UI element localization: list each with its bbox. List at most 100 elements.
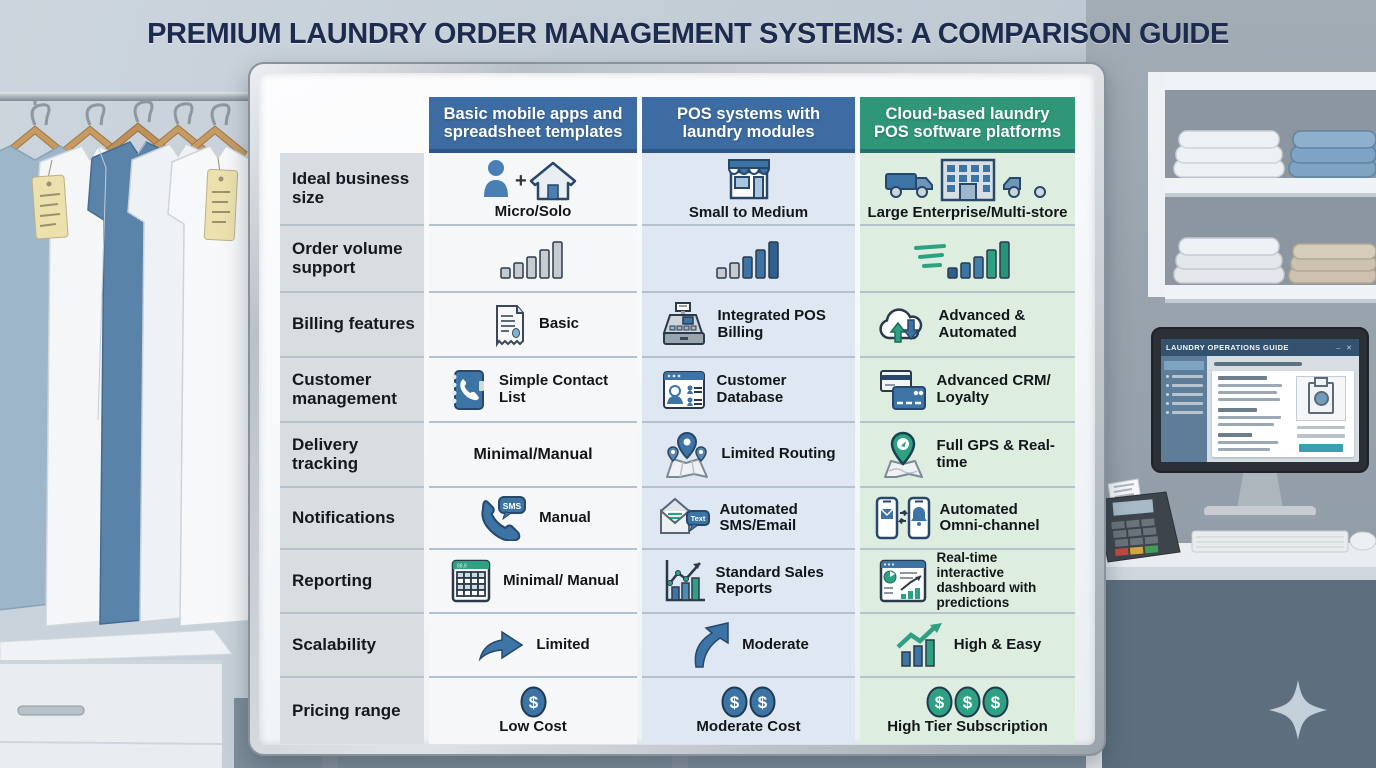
garment-rack-illustration — [0, 92, 252, 768]
cell-text: High Tier Subscription — [887, 718, 1048, 736]
cell-text: Limited Routing — [721, 445, 836, 463]
table-cell-order-volume-support-col0 — [429, 226, 637, 293]
cell-text: Minimal/ Manual — [503, 571, 619, 589]
sales-chart-icon — [660, 557, 708, 605]
cell-text: Moderate Cost — [696, 718, 801, 736]
column-header-basic-0: Basic mobile apps and spreadsheet templa… — [429, 97, 637, 153]
cell-text: Limited — [536, 635, 590, 653]
monitor-screen: LAUNDRY OPERATIONS GUIDE – ✕ — [1161, 339, 1359, 462]
dollar-coin-icon: $ $ $ — [926, 686, 1009, 718]
cell-text: Customer Database — [716, 372, 787, 406]
payment-terminal — [1095, 478, 1181, 563]
table-cell-pricing-range-col0: $Low Cost — [429, 678, 637, 744]
table-cell-ideal-business-size-col2: Large Enterprise/Multi-store — [860, 153, 1075, 226]
table-cell-order-volume-support-col1 — [642, 226, 855, 293]
storefront-icon — [721, 156, 777, 204]
table-cell-notifications-col0: SMS Manual — [429, 488, 637, 550]
whiteboard: Basic mobile apps and spreadsheet templa… — [248, 62, 1106, 756]
hanging-shirts — [0, 141, 252, 627]
row-label-text: Order volume support — [292, 239, 403, 277]
bar-growth-blue-icon — [707, 236, 791, 282]
column-header-pos-1: POS systems with laundry modules — [642, 97, 855, 153]
cell-text: Micro/Solo — [494, 202, 572, 220]
cash-register-icon — [658, 301, 710, 349]
cloud-sync-icon — [875, 302, 931, 348]
cell-text: Small to Medium — [688, 203, 809, 221]
page-title: PREMIUM LAUNDRY ORDER MANAGEMENT SYSTEMS… — [147, 18, 1229, 50]
table-corner-cell — [280, 97, 424, 153]
monitor-titlebar: LAUNDRY OPERATIONS GUIDE – ✕ — [1161, 339, 1359, 356]
monitor-sidebar — [1161, 356, 1207, 462]
whiteboard-surface: Basic mobile apps and spreadsheet templa… — [259, 73, 1095, 745]
table-cell-scalability-col2: High & Easy — [860, 614, 1075, 678]
svg-text:+: + — [515, 170, 527, 192]
growth-arrow-chart-icon — [894, 621, 946, 669]
svg-text:88,8: 88,8 — [457, 564, 467, 570]
gps-pin-map-icon — [877, 431, 929, 479]
monitor-app-title: LAUNDRY OPERATIONS GUIDE — [1166, 343, 1289, 352]
arrow-up-curve-icon — [688, 621, 734, 669]
table-cell-delivery-tracking-col0: Minimal/Manual — [429, 423, 637, 488]
row-label-reporting: Reporting — [280, 550, 424, 614]
table-cell-ideal-business-size-col0: + Micro/Solo — [429, 153, 637, 226]
monitor-action-button — [1299, 444, 1343, 452]
column-header-label: Basic mobile apps and spreadsheet templa… — [443, 104, 623, 141]
person-plus-home-icon: + — [481, 157, 585, 203]
cell-text: Advanced CRM/ Loyalty — [936, 372, 1051, 406]
table-cell-scalability-col0: Limited — [429, 614, 637, 678]
washer-illustration — [1296, 376, 1346, 421]
table-cell-scalability-col1: Moderate — [642, 614, 855, 678]
column-header-cloud-based-2: Cloud-based laundry POS software platfor… — [860, 97, 1075, 153]
cell-text: Automated Omni-channel — [939, 500, 1040, 534]
loyalty-cards-icon — [877, 367, 929, 413]
trucks-building-icon — [884, 156, 1052, 204]
row-label-text: Ideal business size — [292, 169, 410, 207]
table-cell-pricing-range-col1: $ $ Moderate Cost — [642, 678, 855, 744]
table-cell-ideal-business-size-col1: Small to Medium — [642, 153, 855, 226]
row-label-order-volume-support: Order volume support — [280, 226, 424, 293]
monitor-content — [1207, 356, 1359, 462]
cell-text: Simple Contact List — [499, 372, 609, 406]
svg-text:$: $ — [963, 693, 973, 712]
window-controls-icon: – ✕ — [1336, 344, 1354, 352]
bar-growth-green-speed-icon — [913, 236, 1022, 282]
row-label-text: Notifications — [292, 507, 395, 527]
price-tag — [203, 157, 239, 242]
row-label-billing-features: Billing features — [280, 293, 424, 358]
svg-text:SMS: SMS — [503, 501, 522, 511]
svg-text:Text: Text — [690, 514, 705, 523]
table-cell-billing-features-col2: Advanced & Automated — [860, 293, 1075, 358]
cell-text: Manual — [539, 508, 591, 526]
svg-text:$: $ — [991, 693, 1001, 712]
board-leg — [672, 752, 688, 768]
row-label-text: Billing features — [292, 314, 415, 334]
row-label-ideal-business-size: Ideal business size — [280, 153, 424, 226]
arrow-right-icon — [476, 625, 528, 665]
table-cell-notifications-col2: Automated Omni-channel — [860, 488, 1075, 550]
comparison-table: Basic mobile apps and spreadsheet templa… — [280, 97, 1075, 744]
row-label-notifications: Notifications — [280, 488, 424, 550]
table-cell-billing-features-col1: Integrated POS Billing — [642, 293, 855, 358]
cell-text: Automated SMS/Email — [719, 500, 798, 534]
phone-sms-icon: SMS — [475, 495, 531, 541]
row-label-delivery-tracking: Delivery tracking — [280, 423, 424, 488]
dollar-coin-icon: $ — [520, 686, 547, 718]
board-leg — [322, 752, 338, 768]
svg-text:$: $ — [935, 693, 945, 712]
cell-text: Advanced & Automated — [938, 307, 1026, 341]
dashboard-icon — [877, 558, 929, 604]
table-cell-delivery-tracking-col1: Limited Routing — [642, 423, 855, 488]
svg-text:$: $ — [758, 693, 768, 712]
table-cell-order-volume-support-col2 — [860, 226, 1075, 293]
table-cell-reporting-col1: Standard Sales Reports — [642, 550, 855, 614]
map-pins-icon — [661, 431, 713, 479]
spreadsheet-icon: 88,8 — [447, 558, 495, 604]
svg-text:$: $ — [730, 693, 740, 712]
cell-text: Basic — [538, 315, 580, 333]
customer-profile-icon — [659, 367, 709, 413]
row-label-pricing-range: Pricing range — [280, 678, 424, 744]
cell-text: High & Easy — [953, 635, 1042, 653]
table-cell-reporting-col2: Real-time interactive dashboard with pre… — [860, 550, 1075, 614]
